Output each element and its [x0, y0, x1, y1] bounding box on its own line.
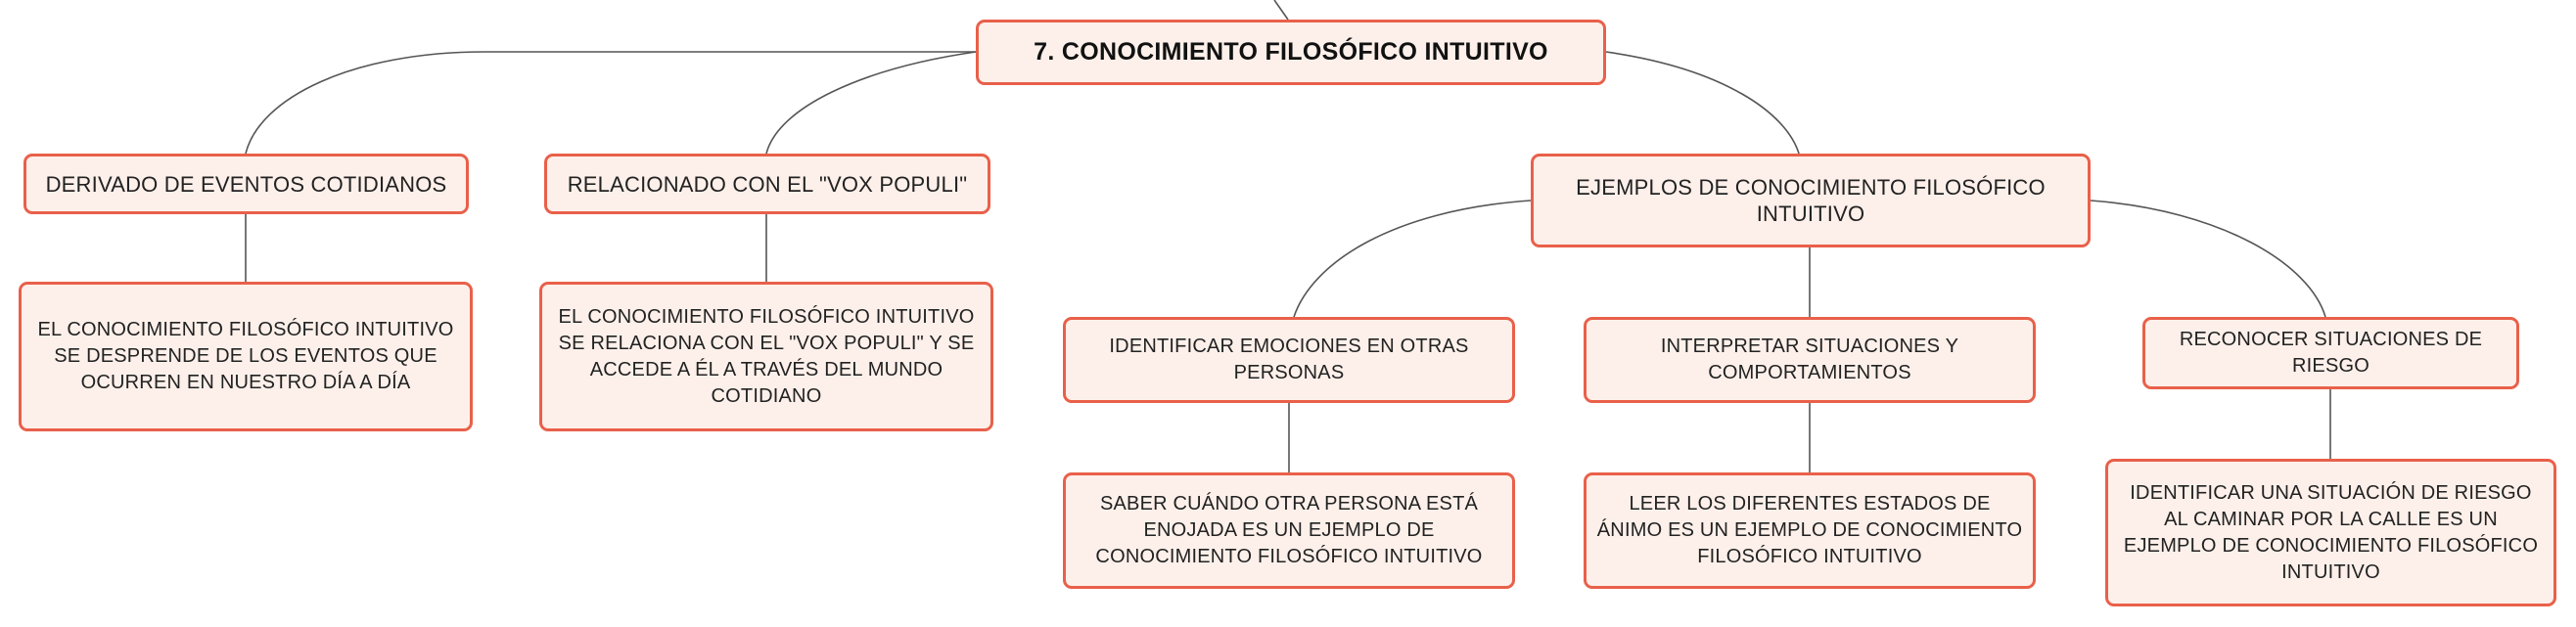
recognize-risk-detail-node[interactable]: IDENTIFICAR UNA SITUACIÓN DE RIESGO AL C…	[2105, 459, 2556, 606]
example-recognize-risk-node[interactable]: RECONOCER SITUACIONES DE RIESGO	[2142, 317, 2519, 389]
connector-branch-c-to-example-3	[2090, 200, 2326, 318]
branch-examples-node[interactable]: EJEMPLOS DE CONOCIMIENTO FILOSÓFICO INTU…	[1531, 154, 2091, 247]
root-topic-node[interactable]: 7. CONOCIMIENTO FILOSÓFICO INTUITIVO	[976, 20, 1606, 85]
connector-root-to-branch-b	[765, 51, 977, 155]
example-identify-emotions-node[interactable]: IDENTIFICAR EMOCIONES EN OTRAS PERSONAS	[1063, 317, 1515, 403]
daily-events-detail-node[interactable]: EL CONOCIMIENTO FILOSÓFICO INTUITIVO SE …	[19, 282, 473, 431]
example-interpret-situations-node[interactable]: INTERPRETAR SITUACIONES Y COMPORTAMIENTO…	[1584, 317, 2036, 403]
connector-root-to-branch-a	[245, 51, 976, 155]
branch-daily-events-node[interactable]: DERIVADO DE EVENTOS COTIDIANOS	[23, 154, 469, 214]
connector-parent-to-root	[1273, 0, 1289, 21]
interpret-situations-detail-node[interactable]: LEER LOS DIFERENTES ESTADOS DE ÁNIMO ES …	[1584, 472, 2036, 589]
connector-branch-c-to-example-1	[1293, 200, 1532, 318]
identify-emotions-detail-node[interactable]: SABER CUÁNDO OTRA PERSONA ESTÁ ENOJADA E…	[1063, 472, 1515, 589]
connector-root-to-branch-c	[1605, 51, 1800, 155]
branch-vox-populi-node[interactable]: RELACIONADO CON EL "VOX POPULI"	[544, 154, 990, 214]
vox-populi-detail-node[interactable]: EL CONOCIMIENTO FILOSÓFICO INTUITIVO SE …	[539, 282, 993, 431]
